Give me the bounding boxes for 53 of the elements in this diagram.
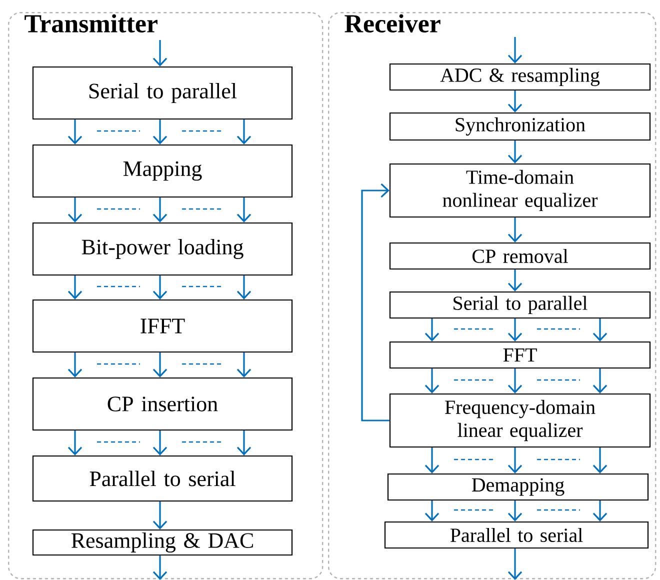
arrow <box>152 556 168 580</box>
arrow <box>508 448 522 474</box>
process-box: FFT <box>389 341 651 369</box>
arrow <box>508 500 522 522</box>
arrow <box>508 218 522 242</box>
arrow <box>236 276 252 300</box>
arrow <box>592 318 608 342</box>
arrow <box>68 198 82 222</box>
arrow <box>152 276 168 300</box>
arrow <box>424 368 440 394</box>
process-box: IFFT <box>32 299 293 353</box>
process-box: CP removal <box>389 242 651 270</box>
arrow <box>68 276 82 300</box>
arrow <box>424 500 440 522</box>
arrow <box>152 502 168 530</box>
process-box: CP insertion <box>32 377 293 431</box>
arrow <box>508 140 522 164</box>
process-box: Resampling & DAC <box>32 529 293 556</box>
process-box: Parallel to serial <box>32 455 293 502</box>
process-box: Serial to parallel <box>32 66 293 120</box>
arrow <box>592 448 608 474</box>
arrow <box>508 318 522 342</box>
arrow <box>236 352 252 378</box>
arrow <box>508 270 522 292</box>
process-box: Demapping <box>387 473 649 501</box>
arrow <box>152 198 168 222</box>
process-box: Bit-power loading <box>32 222 293 276</box>
arrow <box>236 198 252 222</box>
arrow <box>68 430 82 456</box>
arrow <box>152 120 168 144</box>
process-box: Serial to parallel <box>389 291 651 319</box>
arrow <box>152 40 168 66</box>
arrow <box>68 120 82 144</box>
arrow <box>361 183 390 422</box>
arrow <box>424 318 440 342</box>
arrow <box>508 90 522 112</box>
process-box: Parallel to serial <box>384 521 649 549</box>
arrow <box>592 500 608 522</box>
process-box: Frequency-domain linear equalizer <box>389 393 651 448</box>
process-box: Mapping <box>32 144 293 198</box>
arrow <box>68 352 82 378</box>
arrow <box>424 448 440 474</box>
arrow <box>508 37 522 64</box>
arrow <box>592 368 608 394</box>
process-box: Synchronization <box>389 112 651 141</box>
arrow <box>236 120 252 144</box>
process-box: Time-domain nonlinear equalizer <box>389 163 651 218</box>
arrow <box>508 548 522 580</box>
arrow <box>508 368 522 394</box>
process-box: ADC & resampling <box>389 63 651 91</box>
arrow <box>152 352 168 378</box>
arrow <box>152 430 168 456</box>
arrow <box>236 430 252 456</box>
